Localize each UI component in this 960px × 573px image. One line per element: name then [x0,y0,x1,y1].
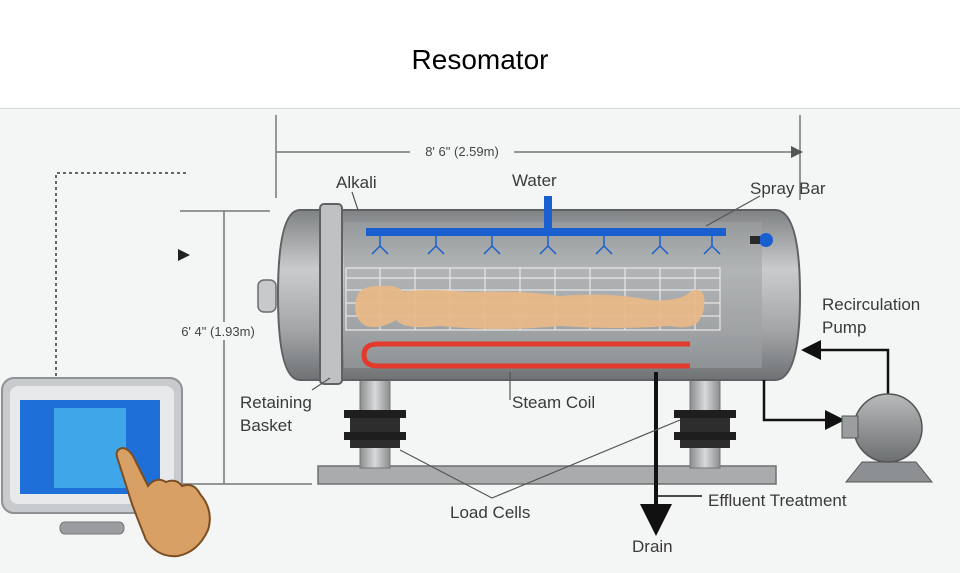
control-cable [55,172,186,380]
spray-bar [366,196,726,255]
load-cell-right [674,410,736,448]
vessel-door [319,203,343,385]
label-retaining: Retaining [240,393,312,412]
leader-lines [311,191,761,499]
label-steam-coil: Steam Coil [512,393,595,412]
label-load-cells: Load Cells [450,503,530,522]
steam-coil [361,341,690,369]
recirculation-piping [762,340,890,430]
length-dimension: 8' 6" (2.59m) [275,115,803,200]
page-title: Resomator [411,44,549,75]
height-dimension: 6' 4" (1.93m) [168,210,312,485]
load-cell-left [344,410,406,448]
label-alkali: Alkali [336,173,377,192]
pointer-arrow-icon [178,249,190,261]
label-recirculation: Recirculation [822,295,920,314]
label-spray-bar: Spray Bar [750,179,826,198]
label-drain: Drain [632,537,673,556]
label-basket: Basket [240,416,292,435]
pump-icon [841,393,934,483]
label-pump: Pump [822,318,866,337]
body-silhouette [355,285,705,329]
length-dimension-label: 8' 6" (2.59m) [425,144,499,159]
label-water: Water [512,171,557,190]
vessel-logo-icon [750,233,773,247]
pointing-hand-icon [115,446,211,558]
label-effluent-treatment: Effluent Treatment [708,491,847,510]
height-dimension-label: 6' 4" (1.93m) [181,324,255,339]
door-handle [257,279,277,313]
